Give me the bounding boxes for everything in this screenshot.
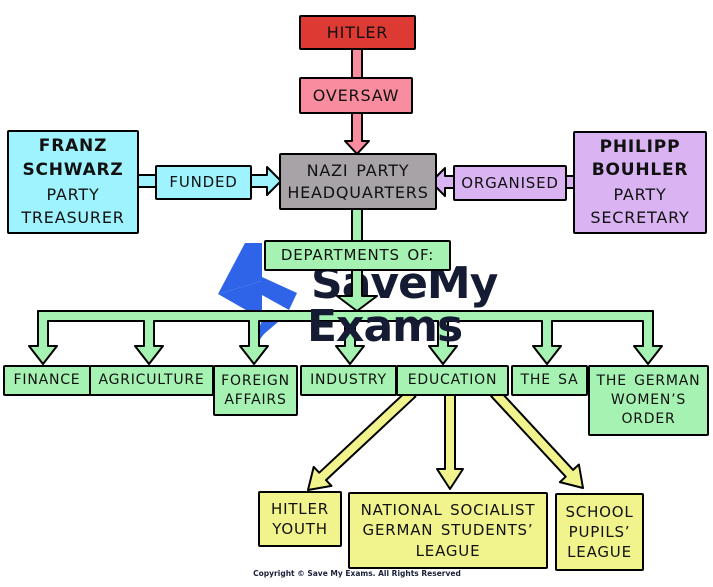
treasurer-name: FRANZ SCHWARZ bbox=[22, 136, 124, 180]
dept-finance: FINANCE bbox=[3, 365, 91, 396]
dept-education: EDUCATION bbox=[396, 365, 509, 396]
secretary-name: PHILIPP BOUHLER bbox=[591, 136, 689, 181]
node-party-treasurer: FRANZ SCHWARZ PARTY TREASURER bbox=[7, 130, 139, 234]
node-organised: ORGANISED bbox=[453, 165, 567, 201]
node-oversaw: OVERSAW bbox=[299, 77, 413, 114]
node-hitler-youth: HITLER YOUTH bbox=[258, 491, 342, 547]
dept-industry: INDUSTRY bbox=[300, 365, 397, 396]
watermark-text-exams: Exams bbox=[307, 301, 463, 352]
dept-foreign-affairs: FOREIGN AFFAIRS bbox=[213, 365, 298, 416]
copyright-text: Copyright © Save My Exams. All Rights Re… bbox=[253, 569, 461, 578]
dept-german-womens-order: THE GERMAN WOMEN’S ORDER bbox=[588, 365, 709, 436]
arrow-education-school-pupils bbox=[490, 388, 584, 489]
secretary-role: PARTY SECRETARY bbox=[590, 185, 690, 228]
node-school-pupils-league: SCHOOL PUPILS’ LEAGUE bbox=[555, 493, 644, 571]
dept-agriculture: AGRICULTURE bbox=[89, 365, 214, 396]
node-headquarters: NAZI PARTY HEADQUARTERS bbox=[279, 153, 437, 210]
arrow-education-students-league bbox=[436, 392, 464, 490]
treasurer-role: PARTY TREASURER bbox=[21, 184, 125, 227]
arrow-education-hitler-youth bbox=[307, 388, 417, 491]
node-departments-of: DEPARTMENTS OF: bbox=[264, 240, 451, 271]
node-party-secretary: PHILIPP BOUHLER PARTY SECRETARY bbox=[573, 131, 707, 234]
node-hitler: HITLER bbox=[299, 15, 416, 50]
dept-the-sa: THE SA bbox=[511, 365, 588, 396]
node-students-league: NATIONAL SOCIALIST GERMAN STUDENTS’ LEAG… bbox=[348, 492, 548, 569]
node-funded: FUNDED bbox=[155, 165, 252, 200]
arrow-oversaw-headquarters bbox=[344, 106, 370, 155]
